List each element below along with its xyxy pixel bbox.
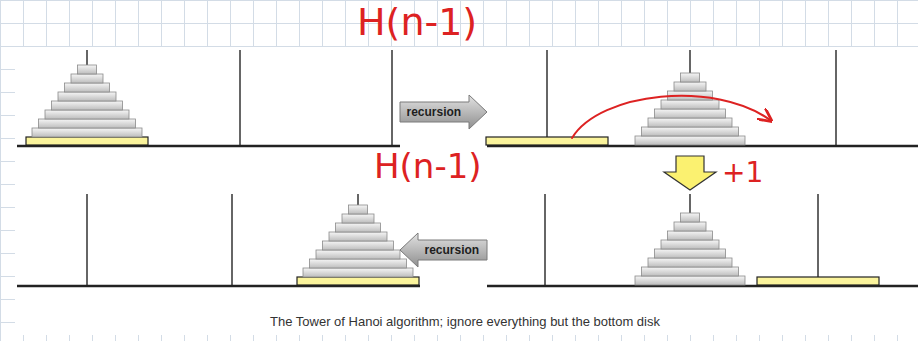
down-arrow <box>664 156 716 190</box>
hanoi-panel <box>487 194 918 286</box>
picture-ground <box>15 47 918 335</box>
handwritten-note: H(n-1) <box>374 148 482 185</box>
disk <box>65 83 110 92</box>
figure-caption: The Tower of Hanoi algorithm; ignore eve… <box>270 314 660 330</box>
disk <box>323 241 394 250</box>
disk <box>648 118 732 127</box>
peg <box>239 50 241 146</box>
bottom-disk <box>757 277 879 285</box>
peg <box>546 50 548 146</box>
bottom-disk <box>26 137 148 145</box>
disk <box>642 267 739 276</box>
recursion-arrow: recursion <box>400 95 487 129</box>
hand-arrow <box>572 96 770 138</box>
disk <box>642 127 739 136</box>
disk <box>78 65 97 74</box>
disk <box>681 73 700 82</box>
bottom-disk <box>297 277 419 285</box>
disk <box>71 74 103 83</box>
peg <box>391 50 393 146</box>
hanoi-panel <box>17 50 400 146</box>
disk <box>45 110 129 119</box>
disk <box>39 119 136 128</box>
arrow-label: recursion <box>425 243 487 257</box>
disk <box>635 276 745 285</box>
recursion-arrow: recursion <box>400 233 487 267</box>
peg <box>817 194 819 286</box>
disk <box>648 258 732 267</box>
handwritten-note: H(n-1) <box>357 2 477 44</box>
hanoi-panel <box>17 194 420 286</box>
peg <box>231 194 233 286</box>
disk <box>635 136 745 145</box>
disk <box>336 223 381 232</box>
disk <box>310 259 407 268</box>
disk <box>674 82 706 91</box>
disk <box>58 92 116 101</box>
disk <box>668 231 713 240</box>
peg <box>86 194 88 286</box>
arrow-outline <box>400 233 487 267</box>
disk <box>32 128 142 137</box>
hanoi-panel <box>486 50 918 146</box>
disk <box>52 101 123 110</box>
disk <box>661 100 719 109</box>
peg <box>544 194 546 286</box>
grid-line <box>0 46 918 47</box>
disk <box>681 213 700 222</box>
grid-line <box>0 0 1 341</box>
arrow-outline <box>400 95 487 129</box>
disk <box>674 222 706 231</box>
disk <box>303 268 413 277</box>
handwritten-note: +1 <box>722 158 763 189</box>
peg <box>835 50 837 146</box>
disk <box>316 250 400 259</box>
disk <box>655 109 726 118</box>
disk <box>349 205 368 214</box>
disk <box>655 249 726 258</box>
bottom-disk <box>486 137 608 145</box>
disk <box>661 240 719 249</box>
arrow-label: recursion <box>407 105 487 119</box>
grid-line <box>0 0 918 1</box>
disk <box>342 214 374 223</box>
disk <box>329 232 387 241</box>
